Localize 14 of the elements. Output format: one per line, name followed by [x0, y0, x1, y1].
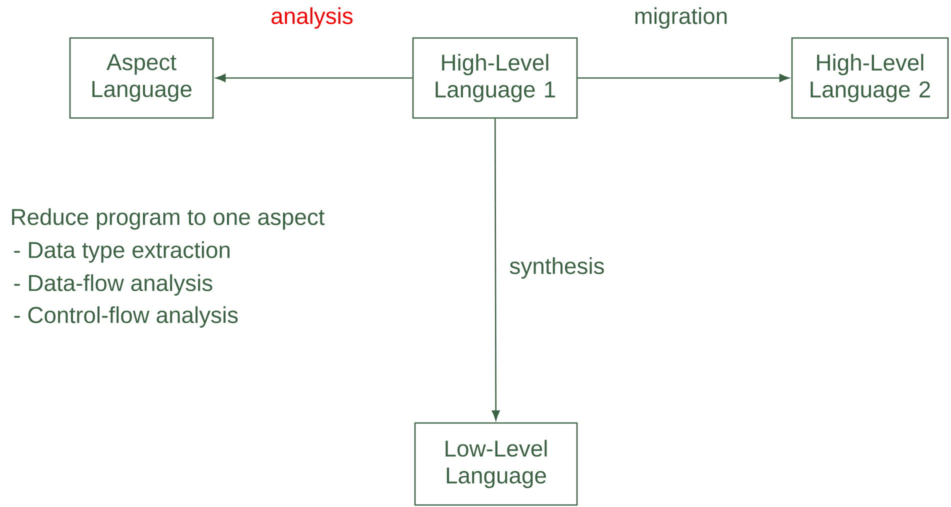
arrow [216, 74, 412, 82]
language-box: High-Level Language 2 [791, 37, 949, 119]
edge-label: synthesis [510, 257, 604, 279]
edge-label: migration [635, 7, 727, 29]
note-text: - Control-flow analysis [14, 306, 238, 328]
language-box: High-Level Language 1 [412, 37, 578, 119]
language-box: Aspect Language [69, 37, 214, 119]
edge-label: analysis [272, 7, 353, 29]
note-text: Reduce program to one aspect [12, 208, 325, 230]
note-text: - Data-flow analysis [14, 274, 212, 296]
arrow [492, 118, 500, 420]
arrow [578, 74, 790, 82]
language-box: Low-Level Language [414, 422, 578, 506]
note-text: - Data type extraction [14, 241, 230, 263]
